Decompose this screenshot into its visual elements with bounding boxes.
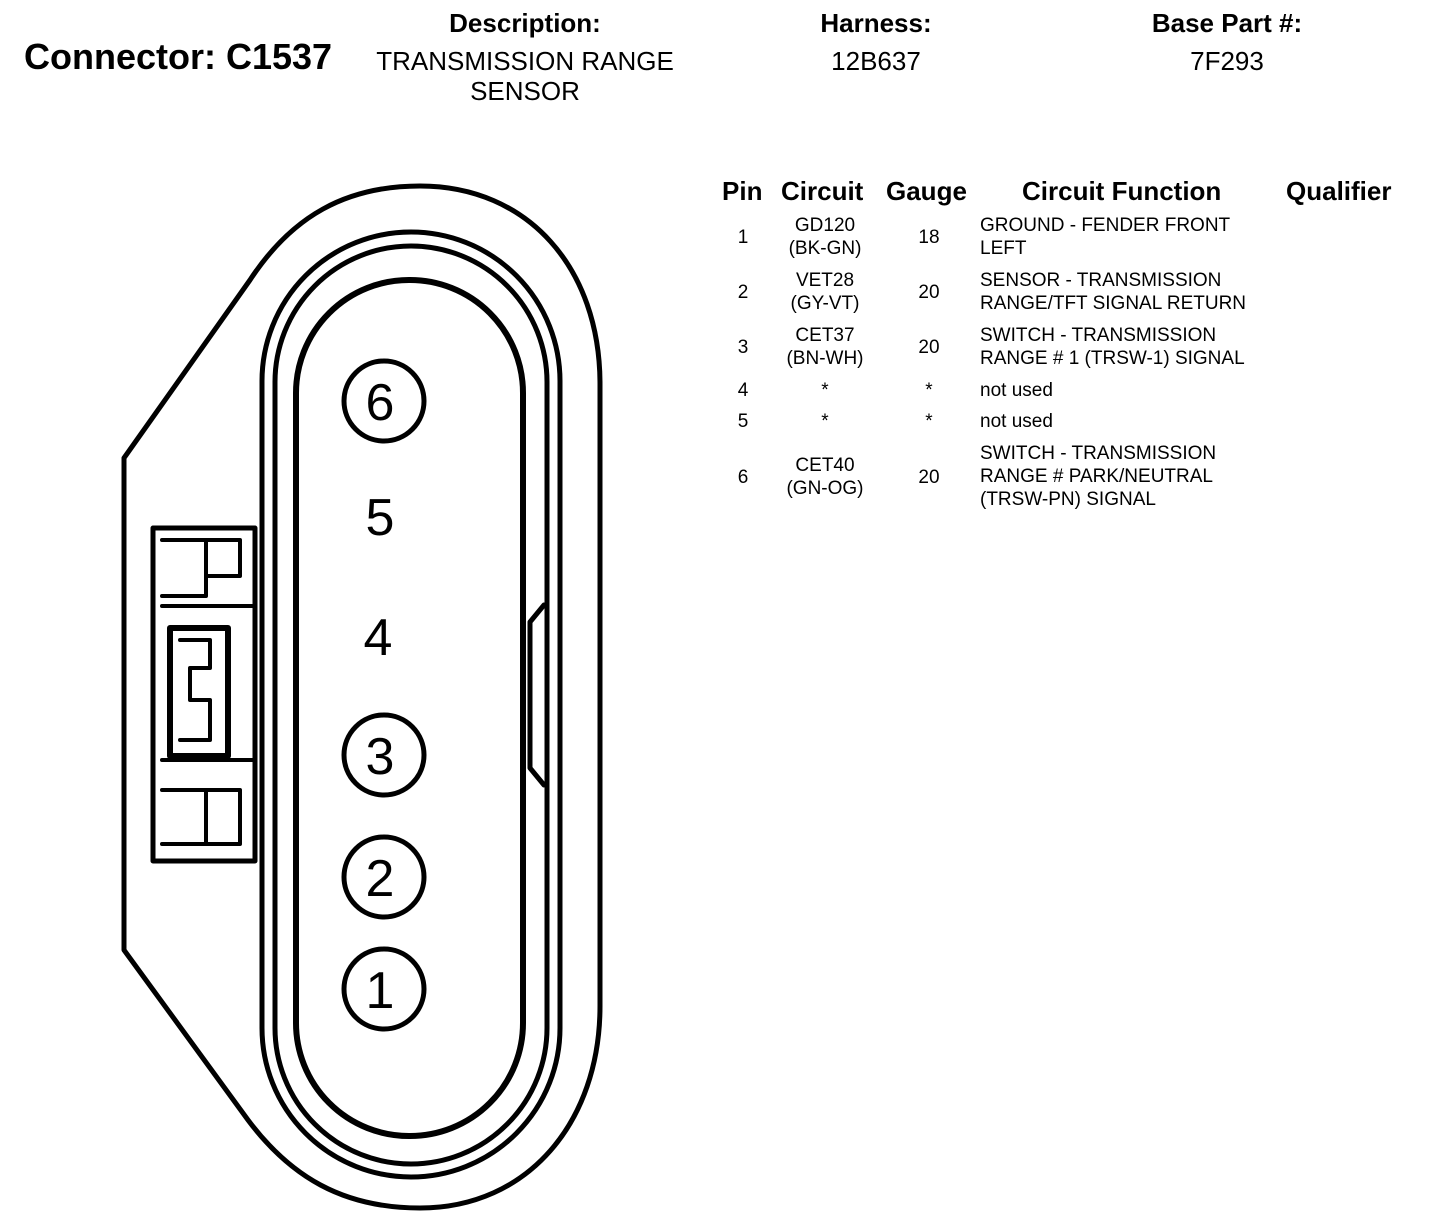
pin-label-3: 3 [366, 728, 395, 786]
circuit-id: GD120 [794, 215, 856, 236]
row-pin: 3 [737, 337, 749, 358]
circuit-id: CET40 [795, 455, 855, 476]
circuit-id: VET28 [795, 270, 855, 291]
row-gauge: 18 [918, 227, 940, 248]
row-pin: 4 [737, 380, 749, 401]
pin-1-circle [341, 946, 427, 1032]
description-line-2: SENSOR [470, 76, 580, 106]
right-rib [527, 602, 547, 788]
circuit-color: (BK-GN) [788, 238, 862, 259]
latch-detail-inner [178, 638, 212, 742]
row-circuit-function: not used [980, 411, 1053, 432]
column-header-gauge: Gauge [886, 176, 967, 206]
row-circuit: GD120 (BK-GN) [775, 214, 875, 260]
latch-detail-middle [167, 625, 231, 759]
pin-label-4: 4 [364, 609, 393, 667]
base-part-value: 7F293 [1190, 46, 1264, 76]
row-gauge: 20 [918, 337, 940, 358]
circuit-id: CET37 [795, 325, 855, 346]
pin-label-6: 6 [366, 374, 395, 432]
row-circuit: * [775, 410, 875, 433]
pin-label-1: 1 [366, 962, 395, 1020]
row-gauge: * [925, 380, 933, 401]
pin-3-circle [341, 712, 427, 798]
pin-label-5: 5 [366, 489, 395, 547]
pin-cavity-outline [293, 277, 526, 1139]
row-circuit: CET40 (GN-OG) [775, 454, 875, 500]
seal-ring-outer [259, 229, 563, 1180]
row-circuit-function: not used [980, 380, 1053, 401]
row-circuit: VET28 (GY-VT) [775, 269, 875, 315]
circuit-color: (GY-VT) [790, 293, 860, 314]
pin-6-circle [341, 358, 427, 444]
description-line-1: TRANSMISSION RANGE [376, 46, 674, 76]
row-pin: 5 [737, 411, 749, 432]
latch-frame [150, 525, 258, 864]
row-circuit: CET37 (BN-WH) [775, 324, 875, 370]
description-label: Description: [449, 8, 601, 38]
latch-bar [160, 604, 257, 762]
housing-outline [121, 183, 603, 1211]
row-gauge: 20 [918, 467, 940, 488]
pin-label-2: 2 [366, 850, 395, 908]
circuit-id: * [821, 411, 829, 432]
column-header-pin: Pin [722, 176, 763, 206]
column-header-circuit: Circuit [781, 176, 864, 206]
row-circuit-function: SENSOR - TRANSMISSION RANGE/TFT SIGNAL R… [980, 270, 1247, 314]
row-pin: 2 [737, 282, 749, 303]
connector-title: Connector: C1537 [24, 36, 333, 77]
row-circuit-function: GROUND - FENDER FRONT LEFT [980, 215, 1231, 259]
row-gauge: 20 [918, 282, 940, 303]
circuit-color: (GN-OG) [786, 478, 864, 499]
row-pin: 1 [737, 227, 749, 248]
row-circuit-function: SWITCH - TRANSMISSION RANGE # PARK/NEUTR… [980, 443, 1217, 510]
row-circuit: * [775, 379, 875, 402]
row-gauge: * [925, 411, 933, 432]
column-header-qualifier: Qualifier [1286, 176, 1392, 206]
circuit-color: (BN-WH) [786, 348, 864, 369]
base-part-label: Base Part #: [1151, 8, 1303, 38]
latch-detail-lower [160, 788, 242, 846]
pin-2-circle [341, 834, 427, 920]
connector-face-diagram: 6 5 4 3 2 1 [121, 183, 603, 1211]
row-pin: 6 [737, 467, 749, 488]
latch-detail-upper [160, 538, 242, 598]
row-circuit-function: SWITCH - TRANSMISSION RANGE # 1 (TRSW-1)… [980, 325, 1245, 369]
description-value: TRANSMISSION RANGE SENSOR [355, 46, 695, 106]
column-header-circuit-function: Circuit Function [1022, 176, 1222, 206]
seal-ring-middle [272, 243, 550, 1167]
circuit-id: * [821, 380, 829, 401]
harness-value: 12B637 [831, 46, 921, 76]
harness-label: Harness: [820, 8, 932, 38]
